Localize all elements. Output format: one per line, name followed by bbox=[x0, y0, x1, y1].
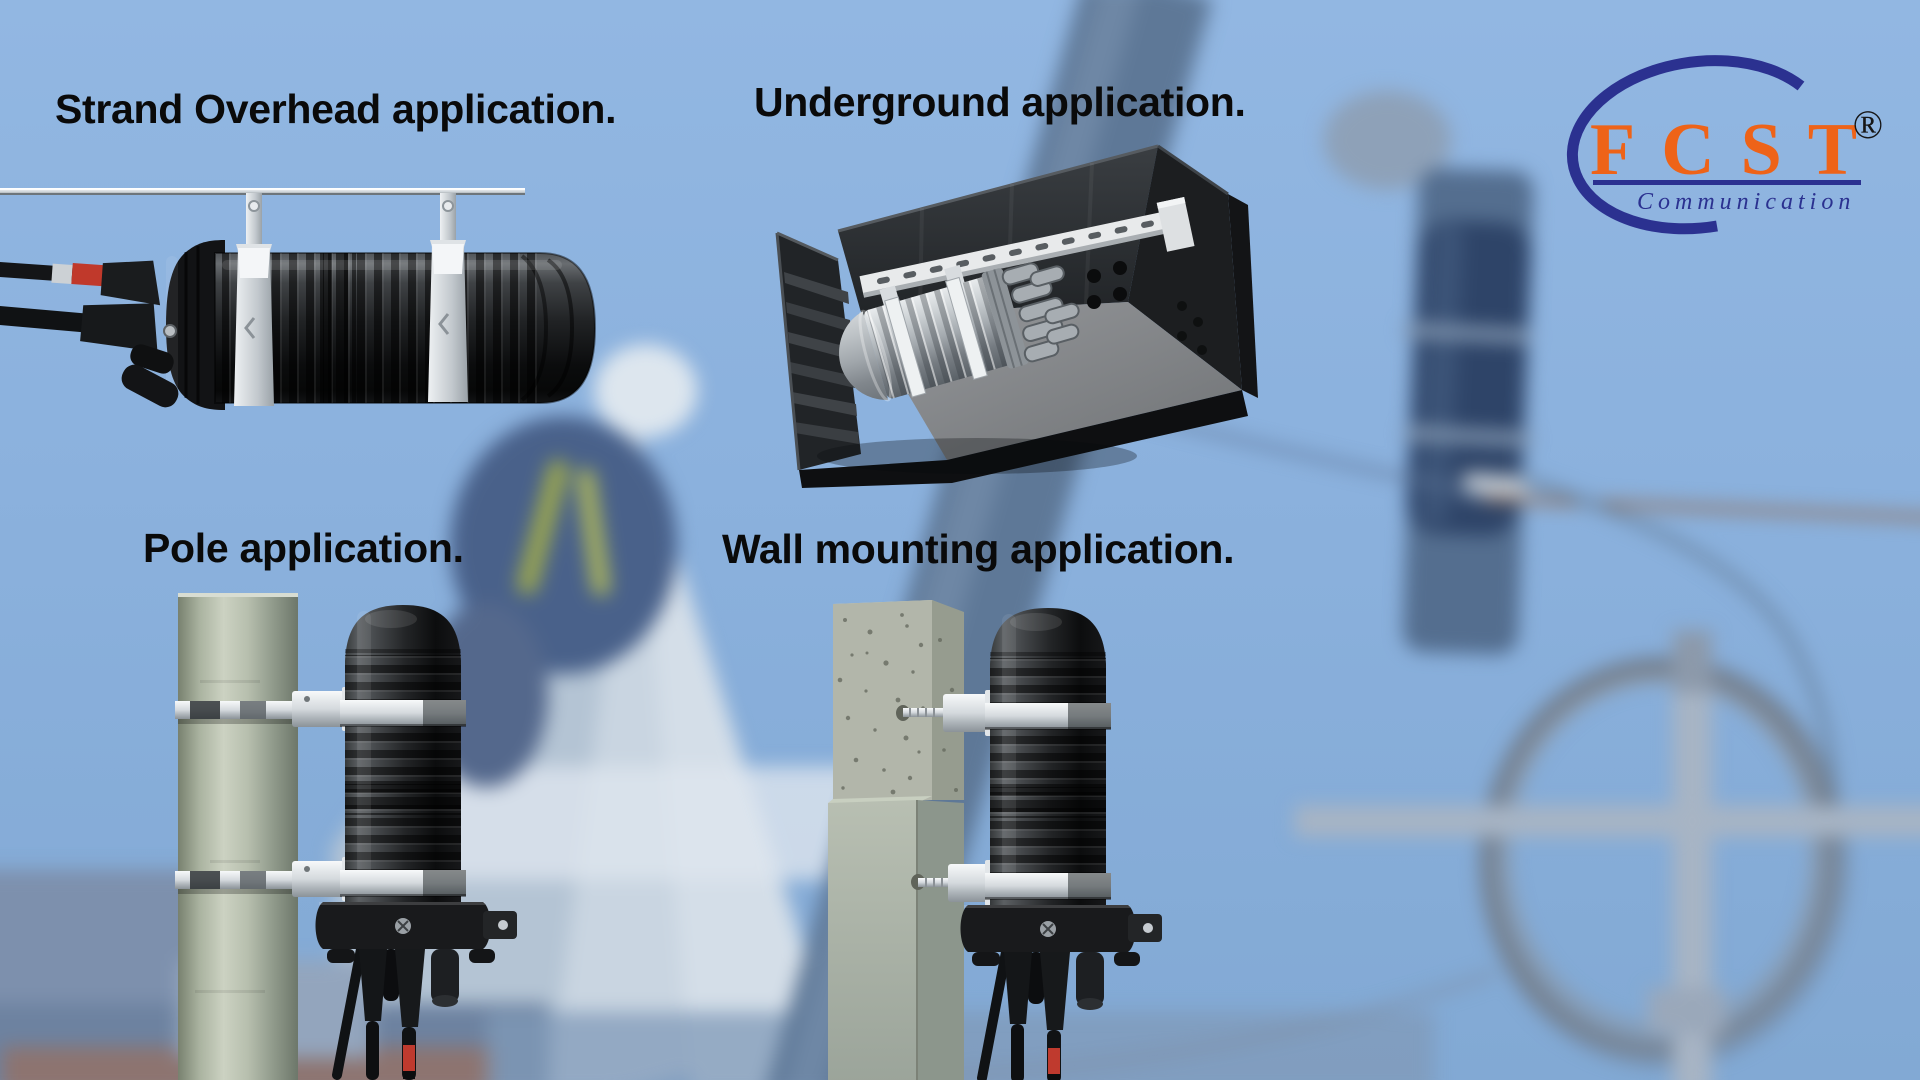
bg-cable-coil bbox=[1294, 630, 1920, 1080]
strand-closure bbox=[121, 240, 597, 410]
concrete-speckles bbox=[837, 613, 958, 795]
logo-underline bbox=[1593, 180, 1861, 185]
wall-application-illustration bbox=[828, 600, 1220, 1080]
dome-closure bbox=[961, 608, 1163, 1080]
underground-closure bbox=[839, 262, 1080, 402]
cable-left-lower bbox=[0, 303, 158, 352]
dome-closure bbox=[316, 605, 518, 1080]
underground-illustration bbox=[775, 144, 1258, 488]
label-pole: Pole application. bbox=[143, 525, 464, 571]
pole-application-illustration bbox=[175, 593, 680, 1080]
concrete-pole bbox=[178, 593, 298, 1080]
label-underground: Underground application. bbox=[754, 79, 1246, 125]
fcst-logo: FCST Communication ® bbox=[1566, 55, 1883, 235]
logo-wordmark: FCST bbox=[1590, 109, 1883, 191]
louver-panel bbox=[775, 231, 861, 471]
closure-clamp-band-2 bbox=[428, 244, 468, 402]
strand-overhead-illustration bbox=[0, 188, 597, 410]
logo-subtitle: Communication bbox=[1637, 189, 1855, 215]
logo-ellipse-swoosh bbox=[1566, 55, 1805, 235]
registered-trademark-icon: ® bbox=[1853, 102, 1883, 147]
strand-wire bbox=[0, 188, 525, 195]
label-wall-mounting: Wall mounting application. bbox=[722, 526, 1235, 572]
mounting-rail bbox=[859, 197, 1195, 298]
closure-clamp-band-1 bbox=[234, 248, 274, 406]
cable-left-upper bbox=[0, 260, 161, 306]
closure-floor-shadow bbox=[817, 438, 1137, 474]
label-strand-overhead: Strand Overhead application. bbox=[55, 86, 617, 132]
concrete-wall bbox=[828, 600, 964, 1080]
